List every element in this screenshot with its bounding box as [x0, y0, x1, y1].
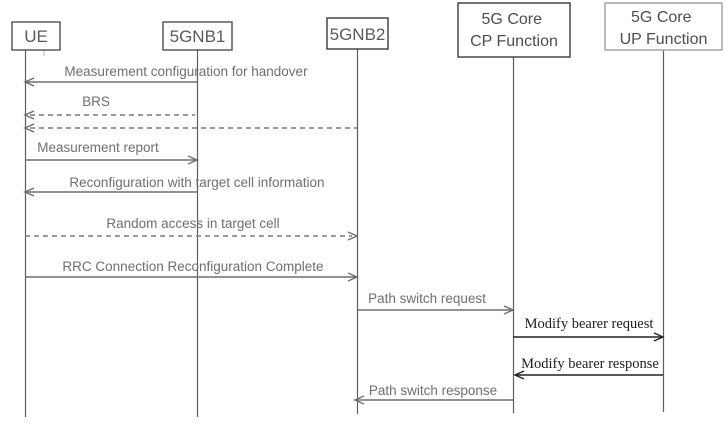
message-label-rrc-complete: RRC Connection Reconfiguration Complete: [62, 259, 323, 274]
actor-label-up-line2: UP Function: [620, 31, 708, 48]
arrowhead-left-modify-bearer-response: [513, 370, 525, 380]
arrowhead-right-path-switch-request: [503, 305, 515, 315]
actor-box-5gnb1: [162, 21, 233, 51]
actor-box-cp: [457, 2, 571, 58]
arrowhead-right-random-access: [347, 231, 359, 241]
message-label-measurement-report: Measurement report: [37, 140, 159, 155]
actor-box-5gnb2: [326, 17, 389, 50]
actor-label-up-line1: 5G Core: [631, 9, 692, 26]
actor-label-cp: 5G Core CP Function: [470, 11, 558, 50]
message-label-path-switch-request: Path switch request: [368, 291, 486, 306]
arrowhead-right-measurement-report: [187, 155, 199, 165]
arrowhead-right-rrc-complete: [347, 272, 359, 282]
actor-label-ue: UE: [24, 27, 48, 46]
arrowhead-left-measurement-configuration: [23, 77, 35, 87]
message-label-modify-bearer-response: Modify bearer response: [521, 356, 659, 372]
message-label-reconfiguration: Reconfiguration with target cell informa…: [69, 175, 324, 190]
actor-label-cp-line2: CP Function: [470, 33, 558, 50]
actor-label-up: 5G Core UP Function: [620, 9, 708, 48]
arrowhead-left-brs: [23, 110, 35, 120]
arrowhead-left-reconfiguration: [23, 187, 35, 197]
message-label-random-access: Random access in target cell: [106, 216, 279, 231]
actor-label-cp-line1: 5G Core: [482, 11, 543, 28]
actor-box-up: [604, 2, 723, 51]
message-label-measurement-configuration: Measurement configuration for handover: [64, 64, 308, 79]
message-label-brs: BRS: [82, 94, 110, 109]
message-label-path-switch-response: Path switch response: [369, 383, 497, 398]
arrowhead-right-modify-bearer-request: [653, 332, 665, 342]
arrowhead-left-unlabeled-dashed: [23, 123, 35, 133]
actor-label-5gnb2: 5GNB2: [330, 25, 386, 44]
message-label-modify-bearer-request: Modify bearer request: [525, 316, 654, 332]
arrowhead-left-path-switch-response: [353, 395, 365, 405]
actor-label-5gnb1: 5GNB1: [170, 27, 226, 46]
actor-box-ue: [11, 21, 61, 51]
